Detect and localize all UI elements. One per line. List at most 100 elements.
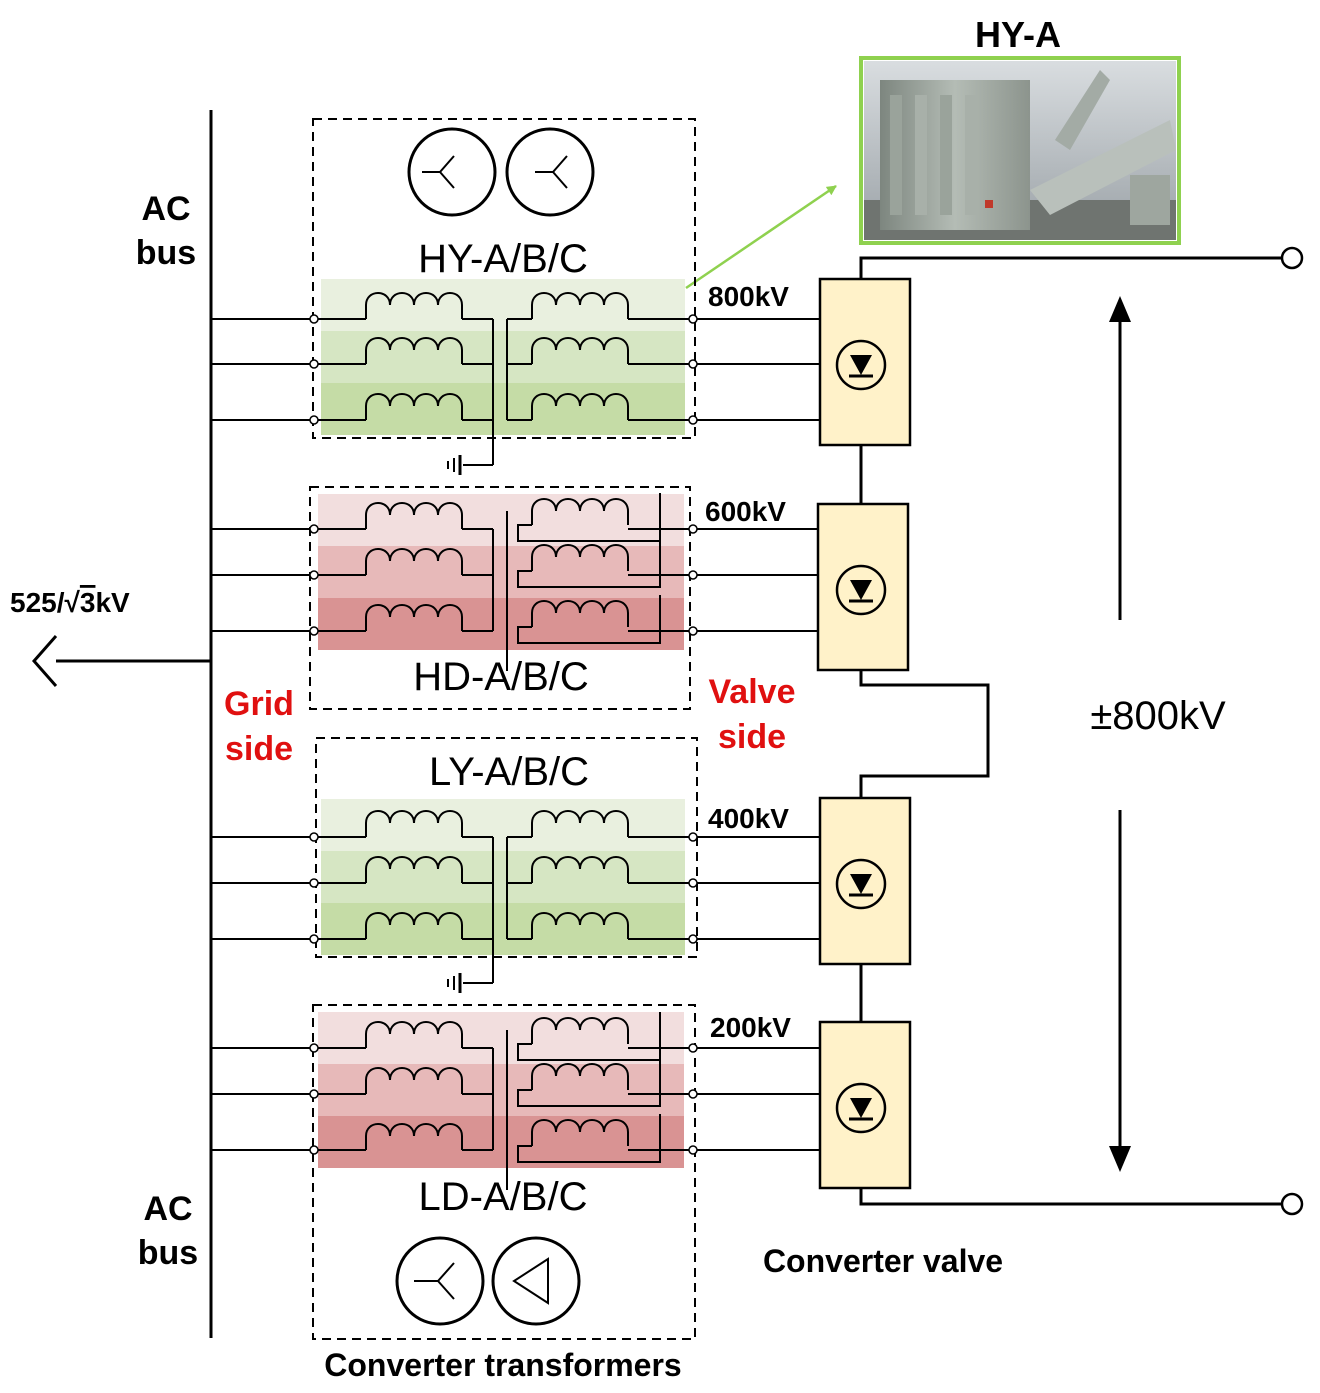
valve-winding-hy-3 bbox=[531, 393, 629, 420]
winding-band-ld-3 bbox=[318, 1116, 684, 1168]
symbol-hy-left-star bbox=[422, 155, 455, 189]
symbol-ld-left-circle bbox=[395, 1236, 485, 1326]
valve-terminal-ly-3 bbox=[688, 934, 698, 944]
symbol-hy-right-circle bbox=[505, 127, 595, 217]
delta-link-ld-3 bbox=[517, 1114, 661, 1163]
ac-bus-bottom-line2: bus bbox=[138, 1234, 198, 1272]
delta-link-ld-1 bbox=[517, 1012, 661, 1061]
valve-side-line2: side bbox=[718, 718, 786, 756]
valve-terminal-hd-1 bbox=[688, 524, 698, 534]
grid-terminal-ly-3 bbox=[309, 934, 319, 944]
ac-bus-top-line1: AC bbox=[141, 190, 190, 228]
grid-terminal-hy-3 bbox=[309, 415, 319, 425]
valve-3-thyristor-triangle bbox=[850, 874, 872, 894]
delta-link-hd-3 bbox=[517, 595, 661, 644]
grid-terminal-ld-3 bbox=[309, 1145, 319, 1155]
valve-2-thyristor-circle bbox=[835, 564, 887, 616]
valve-1-thyristor-circle bbox=[835, 339, 887, 391]
grid-winding-hd-3 bbox=[365, 604, 463, 631]
winding-band-hd-3 bbox=[318, 598, 684, 650]
grid-terminal-ly-1 bbox=[309, 832, 319, 842]
ac-bus-top-line2: bus bbox=[136, 234, 196, 272]
valve-terminal-hy-1 bbox=[688, 314, 698, 324]
hy-a-photo bbox=[859, 56, 1181, 245]
grid-terminal-ld-2 bbox=[309, 1089, 319, 1099]
delta-link-hd-1 bbox=[517, 493, 661, 542]
valve-3-thyristor-circle bbox=[835, 858, 887, 910]
symbol-ld-right-circle bbox=[491, 1236, 581, 1326]
grid-terminal-hd-3 bbox=[309, 626, 319, 636]
valve-4-thyristor-circle bbox=[835, 1082, 887, 1134]
grid-terminal-hd-2 bbox=[309, 570, 319, 580]
grid-winding-hy-3 bbox=[365, 393, 463, 420]
grid-winding-hd-2 bbox=[365, 548, 463, 575]
photo-title: HY-A bbox=[975, 14, 1061, 55]
converter-valve-label: Converter valve bbox=[763, 1243, 1003, 1279]
dc-voltage-label: ±800kV bbox=[1090, 694, 1226, 738]
valve-winding-ly-2 bbox=[531, 856, 629, 883]
dc-voltage-arrow bbox=[1109, 296, 1131, 1172]
valve-winding-hd-3 bbox=[531, 600, 629, 627]
winding-band-hy-2 bbox=[321, 331, 685, 383]
winding-band-ly-2 bbox=[321, 851, 685, 903]
source-voltage-label: 525/√3kV bbox=[10, 587, 130, 618]
photo-pointer-arrow bbox=[685, 184, 837, 290]
valve-terminal-ld-2 bbox=[688, 1089, 698, 1099]
winding-band-hd-1 bbox=[318, 494, 684, 546]
grid-winding-ld-2 bbox=[365, 1067, 463, 1094]
dc-negative-line bbox=[859, 1188, 1282, 1206]
grid-winding-ld-1 bbox=[365, 1021, 463, 1048]
voltage-800kv: 800kV bbox=[708, 281, 789, 312]
valve-4-thyristor-triangle bbox=[850, 1098, 872, 1118]
grid-winding-ly-3 bbox=[365, 912, 463, 939]
symbol-hy-right-star bbox=[535, 155, 568, 189]
valve-winding-hd-2 bbox=[531, 544, 629, 571]
grid-terminal-hy-1 bbox=[309, 314, 319, 324]
symbol-hy-left-circle bbox=[407, 127, 497, 217]
voltage-600kv: 600kV bbox=[705, 496, 786, 527]
valve-side-line1: Valve bbox=[709, 673, 796, 711]
winding-band-ld-2 bbox=[318, 1064, 684, 1116]
symbol-ld-delta bbox=[512, 1257, 549, 1305]
transformer-ly-label: LY-A/B/C bbox=[429, 750, 589, 794]
winding-band-ly-1 bbox=[321, 799, 685, 851]
grid-winding-hy-1 bbox=[365, 292, 463, 319]
winding-band-hd-2 bbox=[318, 546, 684, 598]
valve-winding-hy-1 bbox=[531, 292, 629, 319]
grid-terminal-ly-2 bbox=[309, 878, 319, 888]
dc-positive-line bbox=[859, 256, 1282, 279]
valve-winding-ld-1 bbox=[531, 1017, 629, 1044]
winding-band-ld-1 bbox=[318, 1012, 684, 1064]
delta-link-hd-2 bbox=[517, 539, 661, 588]
valve-winding-ld-3 bbox=[531, 1119, 629, 1146]
delta-link-ld-2 bbox=[517, 1058, 661, 1107]
dc-positive-terminal bbox=[1280, 246, 1304, 270]
valve-1-thyristor-triangle bbox=[850, 355, 872, 375]
valve-terminal-hy-3 bbox=[688, 415, 698, 425]
transformer-hy-label: HY-A/B/C bbox=[418, 237, 588, 281]
converter-transformers-label: Converter transformers bbox=[324, 1347, 681, 1383]
valve-terminal-hy-2 bbox=[688, 359, 698, 369]
grid-winding-hd-1 bbox=[365, 502, 463, 529]
grid-winding-ly-2 bbox=[365, 856, 463, 883]
grid-terminal-hy-2 bbox=[309, 359, 319, 369]
valve-winding-ld-2 bbox=[531, 1063, 629, 1090]
valve-terminal-ld-1 bbox=[688, 1043, 698, 1053]
ac-source-arrow bbox=[32, 635, 211, 687]
winding-band-hy-3 bbox=[321, 383, 685, 435]
transformer-box-ld bbox=[312, 1004, 696, 1340]
winding-band-ly-3 bbox=[321, 903, 685, 955]
grid-winding-ly-1 bbox=[365, 810, 463, 837]
valve-terminal-ly-1 bbox=[688, 832, 698, 842]
valve-winding-ly-1 bbox=[531, 810, 629, 837]
transformer-ld-label: LD-A/B/C bbox=[419, 1175, 588, 1219]
dc-midpoint-link bbox=[859, 670, 990, 798]
valve-terminal-hd-2 bbox=[688, 570, 698, 580]
grid-winding-ld-3 bbox=[365, 1123, 463, 1150]
voltage-200kv: 200kV bbox=[710, 1012, 791, 1043]
transformer-box-hy bbox=[312, 118, 696, 439]
winding-band-hy-1 bbox=[321, 279, 685, 331]
valve-winding-hy-2 bbox=[531, 337, 629, 364]
